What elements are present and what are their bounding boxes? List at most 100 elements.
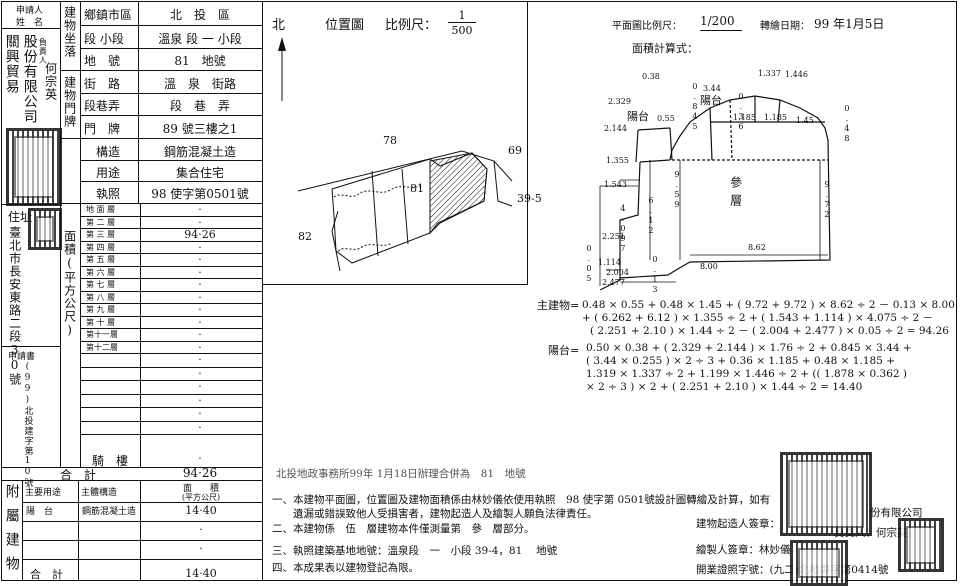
row-divider	[80, 93, 262, 94]
row-divider	[60, 203, 262, 204]
use-value: 集合住宅	[175, 166, 224, 180]
balcony-label-top: 陽台	[700, 94, 722, 107]
row-divider	[80, 303, 262, 304]
number-value: 89 號三樓之1	[162, 122, 238, 136]
row-divider	[80, 253, 262, 254]
map-divider	[527, 1, 528, 285]
attached-col-area: 面 積	[182, 484, 219, 494]
row-divider	[80, 25, 262, 26]
row-divider	[60, 70, 262, 71]
site-parcels	[297, 150, 513, 272]
floor-area-extra: ·	[198, 366, 202, 380]
lane-value: 段 巷 弄	[169, 99, 230, 113]
license-value: 98 使字第0501號	[151, 187, 249, 201]
dim-1.355: 1.355	[606, 156, 629, 165]
row-divider	[80, 420, 262, 422]
row-divider	[1, 467, 262, 468]
door-label: 建物門牌	[62, 76, 77, 128]
row-divider	[1, 204, 60, 205]
floor-area: ·	[198, 240, 202, 254]
attached-area: 14·40	[185, 504, 217, 517]
underline	[700, 30, 742, 31]
col-divider	[80, 1, 81, 468]
floor-area-extra: ·	[198, 420, 202, 434]
floor-area: ·	[198, 303, 202, 316]
row-divider	[80, 366, 262, 368]
balcony-formula-label: 陽台=	[548, 344, 580, 357]
street-value: 溫 泉 街路	[163, 77, 236, 91]
row-divider	[22, 559, 262, 560]
dim-0.05: 0.05	[584, 244, 594, 284]
balcony-label-left: 陽台	[627, 110, 649, 123]
license-label: 執照	[96, 187, 121, 201]
balcony-formula-line-2: ( 3.44 × 0.255 ) × 2 ÷ 3 + 0.36 × 1.185 …	[586, 355, 895, 367]
scale-numerator: 1	[448, 9, 476, 23]
company-prefix: 關興貿易	[3, 34, 20, 94]
floor-area: ·	[198, 328, 202, 341]
section-value: 溫泉 段 一 小段	[158, 32, 242, 46]
area-label: 面積(平方公尺)	[62, 230, 77, 338]
col-divider	[140, 480, 141, 581]
note-1: 一、本建物平面圖，位置圖及建物面積係由林妙儀依使用執照 98 使字第 0501號…	[272, 494, 771, 506]
location-scale-label: 比例尺：	[385, 18, 438, 33]
applicant-label: 申請人	[16, 6, 44, 16]
row-divider	[80, 48, 262, 49]
floor-area: ·	[198, 253, 202, 266]
total-label: 合 計	[60, 468, 97, 482]
lot-39-5: 39-5	[517, 192, 542, 205]
lot-82: 82	[298, 230, 312, 243]
section-label: 段 小段	[84, 32, 124, 46]
floor-name: 第 五 層	[86, 255, 116, 264]
floor-area: ·	[198, 340, 202, 354]
attached-label: 附屬建物	[3, 484, 20, 580]
row-divider	[80, 328, 262, 329]
drafter-sign: 繪製人簽章：林妙儀	[696, 544, 791, 556]
dim-1.45: 1.45	[796, 116, 814, 125]
dim-8.00: 8.00	[700, 262, 718, 271]
row-divider	[80, 407, 262, 408]
attached-structure: 鋼筋混凝土造	[82, 507, 137, 517]
dim-4.097: 4.097	[618, 204, 628, 254]
application-label: 申請書	[8, 352, 36, 362]
merge-note: 北投地政事務所99年 1月18日辦理合併為 81 地號	[276, 468, 526, 480]
floor-area-extra: ·	[198, 393, 202, 407]
dim-0.38: 0.38	[642, 72, 660, 81]
row-divider	[80, 340, 262, 342]
attached-total-value: 14·40	[185, 567, 217, 580]
structure-value: 鋼筋混凝土造	[163, 145, 236, 159]
floor-area-extra: ·	[198, 407, 202, 420]
main-formula-line-3: ( 2.251 + 2.10 ) × 1.44 ÷ 2 － ( 2.004 + …	[590, 325, 949, 337]
floor-name: 第 七 層	[86, 280, 116, 289]
plan-date-label: 轉繪日期：	[760, 21, 810, 32]
dim-0.13: 0.13	[650, 255, 660, 295]
builder-sign-label: 建物起造人簽章：	[696, 518, 780, 530]
col-divider	[78, 480, 79, 581]
stair-label: 騎 樓	[92, 454, 129, 468]
street-label: 街 路	[84, 77, 121, 91]
col-divider	[140, 203, 141, 467]
row-divider	[80, 393, 262, 395]
row-divider	[60, 138, 262, 139]
plan-date-value: 99 年1月5日	[814, 17, 885, 31]
floor-name: 第 二 層	[86, 217, 116, 227]
row-divider	[22, 521, 262, 522]
building-loc-label: 建物坐落	[62, 6, 77, 58]
row-divider	[80, 265, 262, 267]
attached-col-structure: 主體構造	[81, 488, 118, 498]
floor-name: 第 六 層	[86, 267, 116, 277]
row-divider	[80, 228, 262, 229]
row-divider	[80, 115, 262, 116]
floor-label: 參層	[728, 176, 743, 212]
company-name: 股份有限公司	[21, 34, 38, 124]
lane-label: 段巷弄	[84, 99, 121, 113]
floor-area-extra: ·	[198, 380, 202, 393]
dim-9.59: 9.59	[672, 170, 682, 210]
floor-area: ·	[198, 315, 202, 329]
floor-plan	[599, 95, 831, 290]
row-divider	[80, 160, 262, 161]
drafter-seal-stamp	[790, 540, 848, 586]
district-label: 鄉鎮市區	[84, 8, 133, 22]
row-divider	[80, 380, 262, 381]
dim-1.185-b: 1.185	[764, 113, 787, 122]
dim-0.55: 0.55	[657, 114, 675, 123]
